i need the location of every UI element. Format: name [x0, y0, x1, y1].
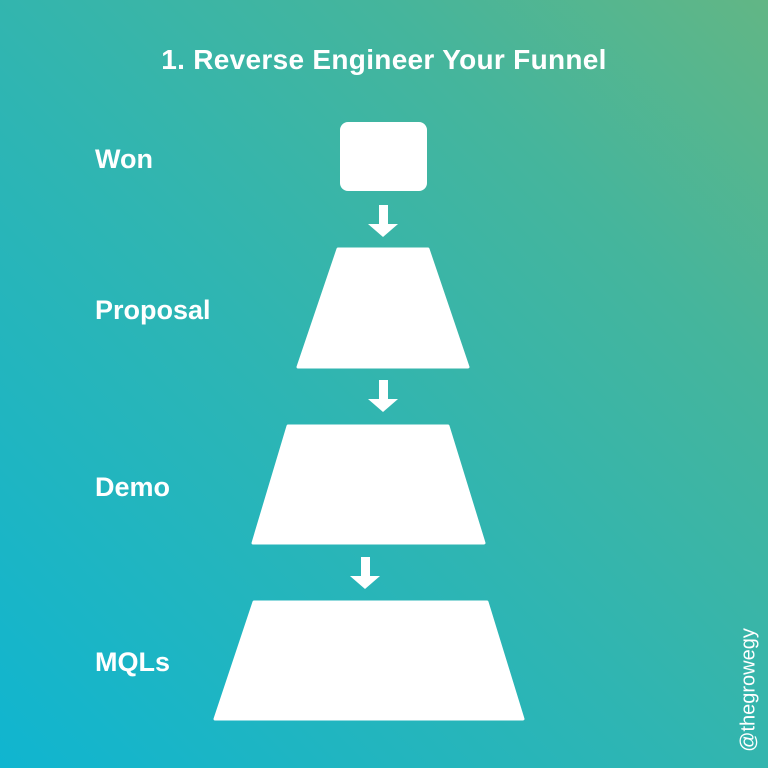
stage-shape-mqls [213, 600, 525, 721]
arrow-down-icon [368, 205, 398, 237]
diagram-title: 1. Reverse Engineer Your Funnel [161, 44, 607, 75]
stage-label-demo: Demo [95, 472, 171, 502]
stage-shape-won [340, 122, 427, 191]
stage-label-mqls: MQLs [95, 647, 171, 677]
stage-label-won: Won [95, 144, 153, 174]
stage-shape-proposal [296, 247, 470, 369]
arrow-down-icon [368, 380, 398, 412]
watermark-handle: @thegrowegy [737, 628, 760, 752]
arrow-down-icon [350, 557, 380, 589]
stage-shape-demo [251, 424, 486, 545]
stage-label-proposal: Proposal [95, 295, 211, 325]
